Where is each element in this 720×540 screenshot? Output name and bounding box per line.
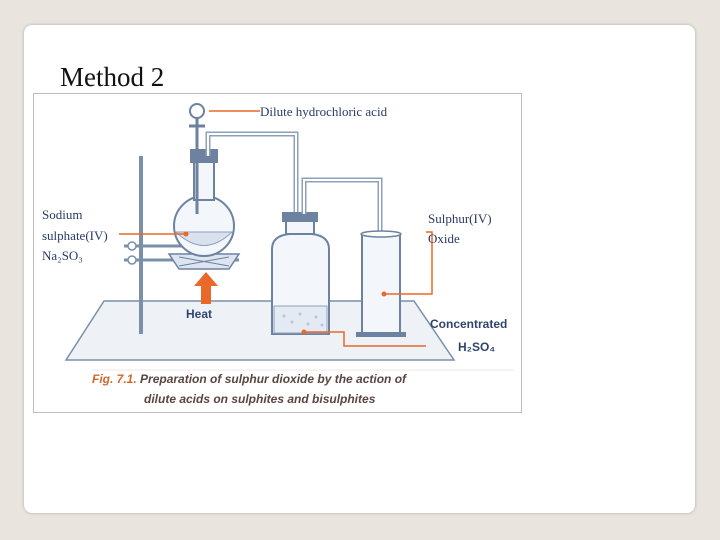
gas-jar: [361, 233, 401, 335]
heat-label: Heat: [186, 307, 213, 321]
gas-label-line1: Sulphur(IV): [428, 211, 492, 226]
apparatus-figure: Dilute hydrochloric acid Sodium sulphate…: [33, 93, 522, 413]
gas-label-line2: Oxide: [428, 231, 460, 246]
flask-stopper: [190, 149, 218, 163]
gas-leader-line: [384, 231, 433, 295]
concentrated-acid-liquid: [273, 305, 328, 334]
figure-number: Fig. 7.1.: [92, 372, 137, 386]
sodium-label-line2: sulphate(IV): [42, 228, 108, 243]
sodium-label-line1: Sodium: [42, 207, 83, 222]
concentrated-label-line1: Concentrated: [430, 317, 508, 331]
heat-arrow: [194, 272, 218, 304]
sodium-formula-label: Na₂SO₃: [42, 248, 83, 263]
apparatus-drawing: [64, 103, 514, 371]
figure-caption-line2: dilute acids on sulphites and bisulphite…: [144, 392, 376, 406]
conc-leader-line: [304, 331, 426, 347]
round-bottom-flask: [173, 195, 235, 257]
figure-caption-line1: Fig. 7.1. Preparation of sulphur dioxide…: [92, 372, 406, 386]
caption-line1-text: Preparation of sulphur dioxide by the ac…: [136, 372, 407, 386]
acid-funnel-tap: [189, 103, 205, 119]
acid-label: Dilute hydrochloric acid: [260, 104, 388, 119]
slide-title: Method 2: [60, 62, 165, 92]
concentrated-label-line2: H₂SO₄: [458, 340, 496, 354]
